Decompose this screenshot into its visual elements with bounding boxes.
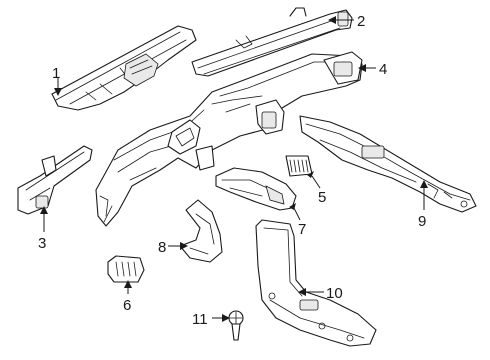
part-5-vent <box>285 155 313 177</box>
part-2-duct <box>191 7 353 77</box>
part-1-duct <box>51 25 197 111</box>
callout-2: 2 <box>357 13 365 30</box>
part-7-duct <box>215 167 297 211</box>
part-11-screw <box>228 310 244 341</box>
callout-7: 7 <box>298 221 306 238</box>
part-4-main-duct <box>95 51 363 227</box>
part-10-duct <box>255 219 377 347</box>
callout-8: 8 <box>158 239 166 256</box>
callout-leaders <box>40 16 428 322</box>
callout-5: 5 <box>318 189 326 206</box>
callout-6: 6 <box>123 297 131 314</box>
callout-4: 4 <box>379 61 387 78</box>
part-6-vent <box>107 255 145 283</box>
callout-3: 3 <box>38 235 46 252</box>
callout-1: 1 <box>52 65 60 82</box>
part-3-duct <box>17 145 93 215</box>
callout-11: 11 <box>192 311 208 328</box>
callout-10: 10 <box>326 285 343 302</box>
part-8-duct <box>179 199 223 263</box>
part-9-duct <box>299 115 477 213</box>
callout-9: 9 <box>418 213 426 230</box>
